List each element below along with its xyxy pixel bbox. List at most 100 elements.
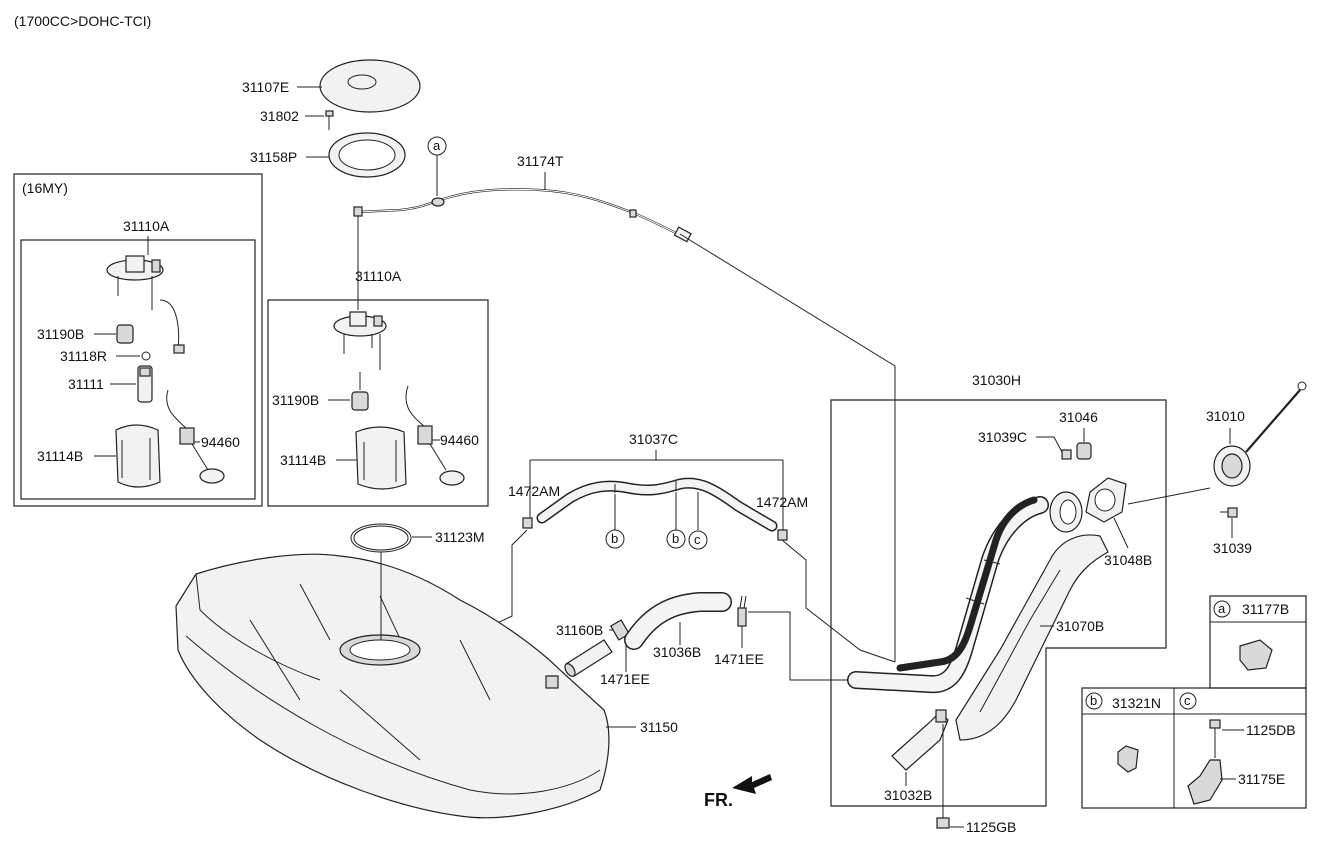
filter-31190B-main-drawing: [351, 372, 369, 411]
label-31110A-inset: 31110A: [123, 218, 170, 234]
bolt-1125DB-drawing: [1209, 719, 1221, 758]
label-31118R: 31118R: [60, 348, 107, 364]
label-31070B: 31070B: [1056, 618, 1104, 634]
label-1472AM-right: 1472AM: [756, 494, 808, 510]
label-31039: 31039: [1213, 540, 1252, 556]
label-31150: 31150: [640, 719, 678, 735]
ring-31123M-drawing: [350, 523, 412, 553]
fuel-sender-94460-inset-drawing: [166, 389, 225, 484]
filler-housing-31070B-drawing: [955, 534, 1109, 741]
fuel-sender-94460-main-drawing: [405, 385, 465, 486]
svg-text:a: a: [433, 138, 441, 153]
gasket-31158P-drawing: [328, 132, 406, 178]
label-31030H: 31030H: [972, 372, 1021, 388]
label-31032B: 31032B: [884, 787, 932, 803]
clip-31175E-drawing: [1187, 759, 1223, 805]
filler-neck-31030H-drawing: [847, 491, 1083, 694]
svg-text:c: c: [694, 532, 701, 547]
label-31010: 31010: [1206, 408, 1245, 424]
label-31037C: 31037C: [629, 431, 678, 447]
label-1125GB: 1125GB: [966, 819, 1016, 835]
clamp-1471EE-left-drawing: [609, 619, 631, 641]
label-1472AM-left: 1472AM: [508, 483, 560, 499]
clip-1472AM-left-drawing: [522, 517, 533, 529]
svg-text:b: b: [611, 531, 618, 546]
label-31111: 31111: [68, 376, 104, 392]
o-ring-31118R-drawing: [141, 351, 151, 361]
clip-31321N-drawing: [1117, 745, 1139, 773]
label-31174T: 31174T: [517, 153, 564, 169]
inset-16my: (16MY) 31110A 31190B 31118R 31111 31114B: [13, 173, 263, 507]
detail-box-b-c: b 31321N c 1125DB 31175E: [1081, 687, 1307, 809]
reservoir-31114B-main-drawing: [355, 426, 407, 490]
label-31048B: 31048B: [1104, 552, 1152, 568]
fuel-pump-module-16my-drawing: [106, 255, 185, 354]
label-94460-inset: 94460: [201, 434, 240, 450]
label-31114B-inset: 31114B: [37, 448, 83, 464]
clip-31177B-drawing: [1239, 639, 1273, 671]
label-31123M: 31123M: [435, 529, 485, 545]
label-1471EE-right: 1471EE: [714, 651, 764, 667]
label-31110A-main: 31110A: [355, 268, 402, 284]
cap-31046-drawing: [1076, 442, 1092, 460]
label-31175E: 31175E: [1238, 771, 1285, 787]
filler-neck-frame: [830, 399, 1167, 807]
fuel-pump-module-main-drawing: [333, 311, 387, 370]
label-31802: 31802: [260, 108, 299, 124]
top-cover-31107E-drawing: [319, 59, 421, 113]
screw-31802-drawing: [325, 110, 334, 130]
callout-c-hose: c: [688, 492, 708, 550]
hose-31160B-drawing: [564, 639, 613, 677]
inset-16my-inner-frame: [20, 239, 256, 500]
label-31321N: 31321N: [1112, 695, 1161, 711]
screw-31039-drawing: [1220, 507, 1238, 518]
fuel-cap-31010-drawing: [1213, 381, 1307, 487]
reservoir-31114B-inset-drawing: [115, 424, 161, 488]
label-31158P: 31158P: [250, 149, 297, 165]
label-31190B-inset: 31190B: [37, 326, 84, 342]
detail-box-a: a 31177B: [1209, 595, 1307, 689]
label-31039C: 31039C: [978, 429, 1027, 445]
vapor-line-31174T-drawing: [353, 188, 692, 243]
plate-31048B-drawing: [1085, 477, 1127, 523]
callout-b-hose-left: b: [605, 494, 625, 549]
front-direction-indicator: FR.: [704, 774, 772, 810]
screw-31039C-drawing: [1061, 449, 1072, 460]
label-1471EE-left: 1471EE: [600, 671, 650, 687]
label-31177B: 31177B: [1242, 601, 1289, 617]
fuel-pump-31111-drawing: [137, 365, 153, 403]
svg-text:b: b: [672, 531, 679, 546]
hose-31036B-drawing: [624, 592, 732, 650]
svg-text:FR.: FR.: [704, 790, 733, 810]
svg-text:a: a: [1218, 601, 1226, 616]
leader-1472AM-to-filler: [781, 539, 896, 663]
leader-1471EE-to-filler: [748, 611, 850, 681]
leader-vapor-to-filler: [679, 233, 896, 662]
label-31160B: 31160B: [556, 622, 603, 638]
svg-text:c: c: [1184, 693, 1191, 708]
fuel-tank-31150-drawing: [175, 553, 610, 819]
clip-1472AM-right-drawing: [777, 529, 788, 541]
inset-16my-frame: [13, 173, 263, 507]
front-arrow-icon: [732, 774, 772, 794]
label-31190B-main: 31190B: [272, 392, 319, 408]
label-31036B: 31036B: [653, 644, 701, 660]
inset-16my-title: (16MY): [22, 180, 68, 196]
callout-b-hose-right: b: [666, 492, 686, 549]
label-31114B-main: 31114B: [280, 452, 326, 468]
hose-31037C-drawing: [536, 477, 778, 532]
label-31107E: 31107E: [242, 79, 289, 95]
engine-spec-header: (1700CC>DOHC-TCI): [14, 13, 151, 29]
bolt-1125GB-drawing: [936, 724, 950, 829]
pump-module-frame: [267, 299, 489, 507]
label-94460-main: 94460: [440, 432, 479, 448]
label-31046: 31046: [1059, 409, 1098, 425]
callout-a-top: a: [427, 136, 447, 196]
bracket-31037C: [529, 450, 784, 530]
filter-31190B-inset-drawing: [116, 324, 134, 344]
label-1125DB: 1125DB: [1246, 722, 1296, 738]
clamp-1471EE-right-drawing: [737, 595, 747, 627]
bracket-31032B-drawing: [891, 709, 949, 771]
svg-text:b: b: [1090, 693, 1097, 708]
